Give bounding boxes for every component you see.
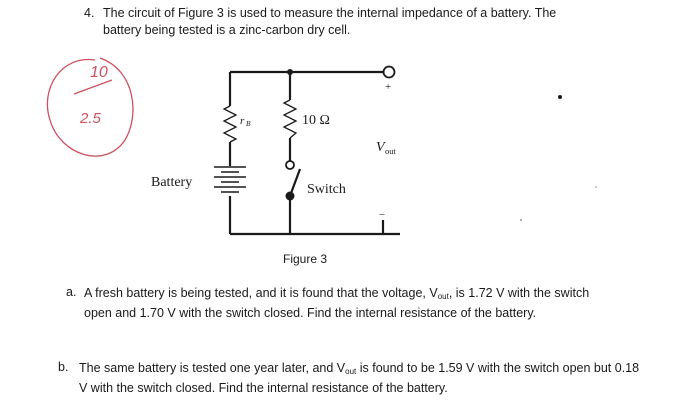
- vout-label: V: [376, 140, 386, 155]
- switch-pivot: [285, 191, 295, 201]
- problem-number: 4.: [84, 6, 95, 20]
- battery-label: Battery: [151, 175, 192, 190]
- handwritten-annotation: [46, 57, 134, 157]
- part-b-text: The same battery is tested one year late…: [79, 360, 649, 397]
- vout-subscript: out: [385, 146, 397, 156]
- figure-caption: Figure 3: [283, 252, 328, 266]
- resistor-label: 10 Ω: [302, 113, 330, 128]
- internal-resistance-label: r: [240, 115, 245, 127]
- internal-resistance-subscript: B: [246, 119, 251, 128]
- part-a-letter: a.: [66, 285, 77, 299]
- load-resistor: [282, 99, 298, 139]
- output-terminal-plus: [382, 65, 396, 79]
- part-a-post: , is 1.72 V with the switch open and 1.7…: [84, 286, 590, 320]
- handwritten-top: 10: [90, 64, 108, 81]
- stray-dot: [595, 186, 597, 188]
- handwritten-circle: [46, 57, 134, 157]
- minus-sign: −: [379, 209, 385, 221]
- handwritten-fraction-bar: [73, 79, 113, 95]
- part-b-letter: b.: [58, 360, 69, 374]
- switch-lever: [288, 168, 302, 197]
- junction-dot-top: [287, 69, 293, 75]
- internal-resistor: [222, 105, 238, 143]
- part-a-pre: A fresh battery is being tested, and it …: [84, 286, 438, 300]
- problem-intro: The circuit of Figure 3 is used to measu…: [103, 6, 557, 37]
- battery-symbol: [214, 166, 246, 193]
- part-a-sub: out: [437, 292, 449, 301]
- part-b-post: is found to be 1.59 V with the switch op…: [79, 361, 640, 395]
- plus-sign: +: [385, 81, 391, 93]
- switch-label: Switch: [307, 182, 346, 197]
- stray-dot: [558, 95, 562, 99]
- handwritten-bottom: 2.5: [79, 110, 102, 127]
- part-b-pre: The same battery is tested one year late…: [79, 361, 346, 375]
- switch-contact: [285, 160, 295, 170]
- part-b-sub: out: [345, 367, 357, 376]
- stray-dot: [520, 219, 522, 221]
- part-a-text: A fresh battery is being tested, and it …: [84, 285, 604, 322]
